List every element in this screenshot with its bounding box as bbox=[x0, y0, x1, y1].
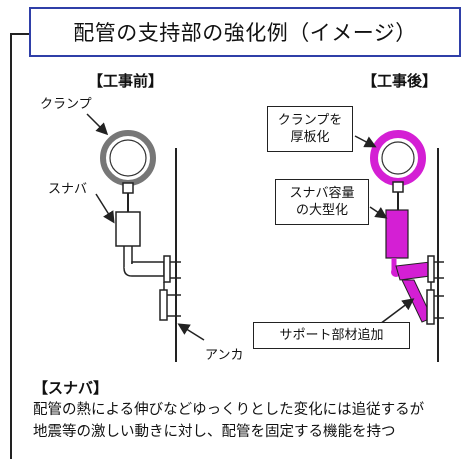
after-clamp-callout-line1: クランプを bbox=[277, 113, 343, 128]
after-heading: 【工事後】 bbox=[362, 72, 438, 90]
after-clamp-callout-line2: 厚板化 bbox=[290, 130, 330, 145]
before-snubber-label: スナバ bbox=[48, 182, 88, 197]
before-clamp-neck bbox=[122, 182, 134, 194]
after-snubber-callout-line2: の大型化 bbox=[295, 203, 348, 218]
after-snubber-callout-line1: スナバ容量 bbox=[289, 186, 355, 201]
description-line-1: 配管の熱による伸びなどゆっくりとした変化には追従するが bbox=[33, 402, 425, 418]
description-line-2: 地震等の激しい動きに対し、配管を固定する機能を持つ bbox=[33, 424, 396, 440]
after-assembly bbox=[354, 130, 444, 362]
after-bracket-arm bbox=[395, 261, 431, 281]
after-support-callout-text: サポート部材追加 bbox=[279, 328, 384, 343]
after-clamp-arrow bbox=[354, 135, 377, 148]
title-box: 配管の支持部の強化例（イメージ） bbox=[29, 7, 461, 57]
before-snubber-arrow bbox=[95, 193, 115, 224]
before-anchor-label: アンカ bbox=[205, 348, 244, 363]
after-support-callout: サポート部材追加 bbox=[253, 322, 410, 349]
before-pipe bbox=[109, 139, 147, 177]
before-base-plate bbox=[159, 289, 168, 321]
after-clamp-neck bbox=[392, 181, 404, 193]
description-heading: 【スナバ】 bbox=[33, 379, 109, 397]
before-anchor-arrow bbox=[177, 323, 205, 341]
before-heading: 【工事前】 bbox=[88, 72, 164, 90]
after-support-arrow bbox=[379, 298, 415, 325]
after-snubber-body bbox=[385, 209, 409, 259]
after-base-plate bbox=[426, 289, 435, 325]
before-bracket-plate bbox=[163, 255, 171, 283]
outer-frame-top-line bbox=[10, 33, 30, 35]
diagram-title: 配管の支持部の強化例（イメージ） bbox=[73, 21, 417, 45]
before-clamp-label: クランプ bbox=[40, 97, 92, 112]
before-assembly bbox=[86, 113, 205, 362]
after-snubber-arrow bbox=[369, 206, 388, 219]
after-bracket-plate bbox=[427, 255, 435, 283]
before-clamp-arrow bbox=[86, 113, 109, 136]
before-snubber-body bbox=[115, 211, 141, 247]
after-clamp-callout: クランプを 厚板化 bbox=[267, 106, 353, 152]
before-bracket-arm bbox=[123, 261, 165, 277]
after-pipe bbox=[381, 141, 415, 175]
after-snubber-callout: スナバ容量 の大型化 bbox=[275, 179, 369, 225]
outer-frame-left-line bbox=[10, 34, 12, 459]
